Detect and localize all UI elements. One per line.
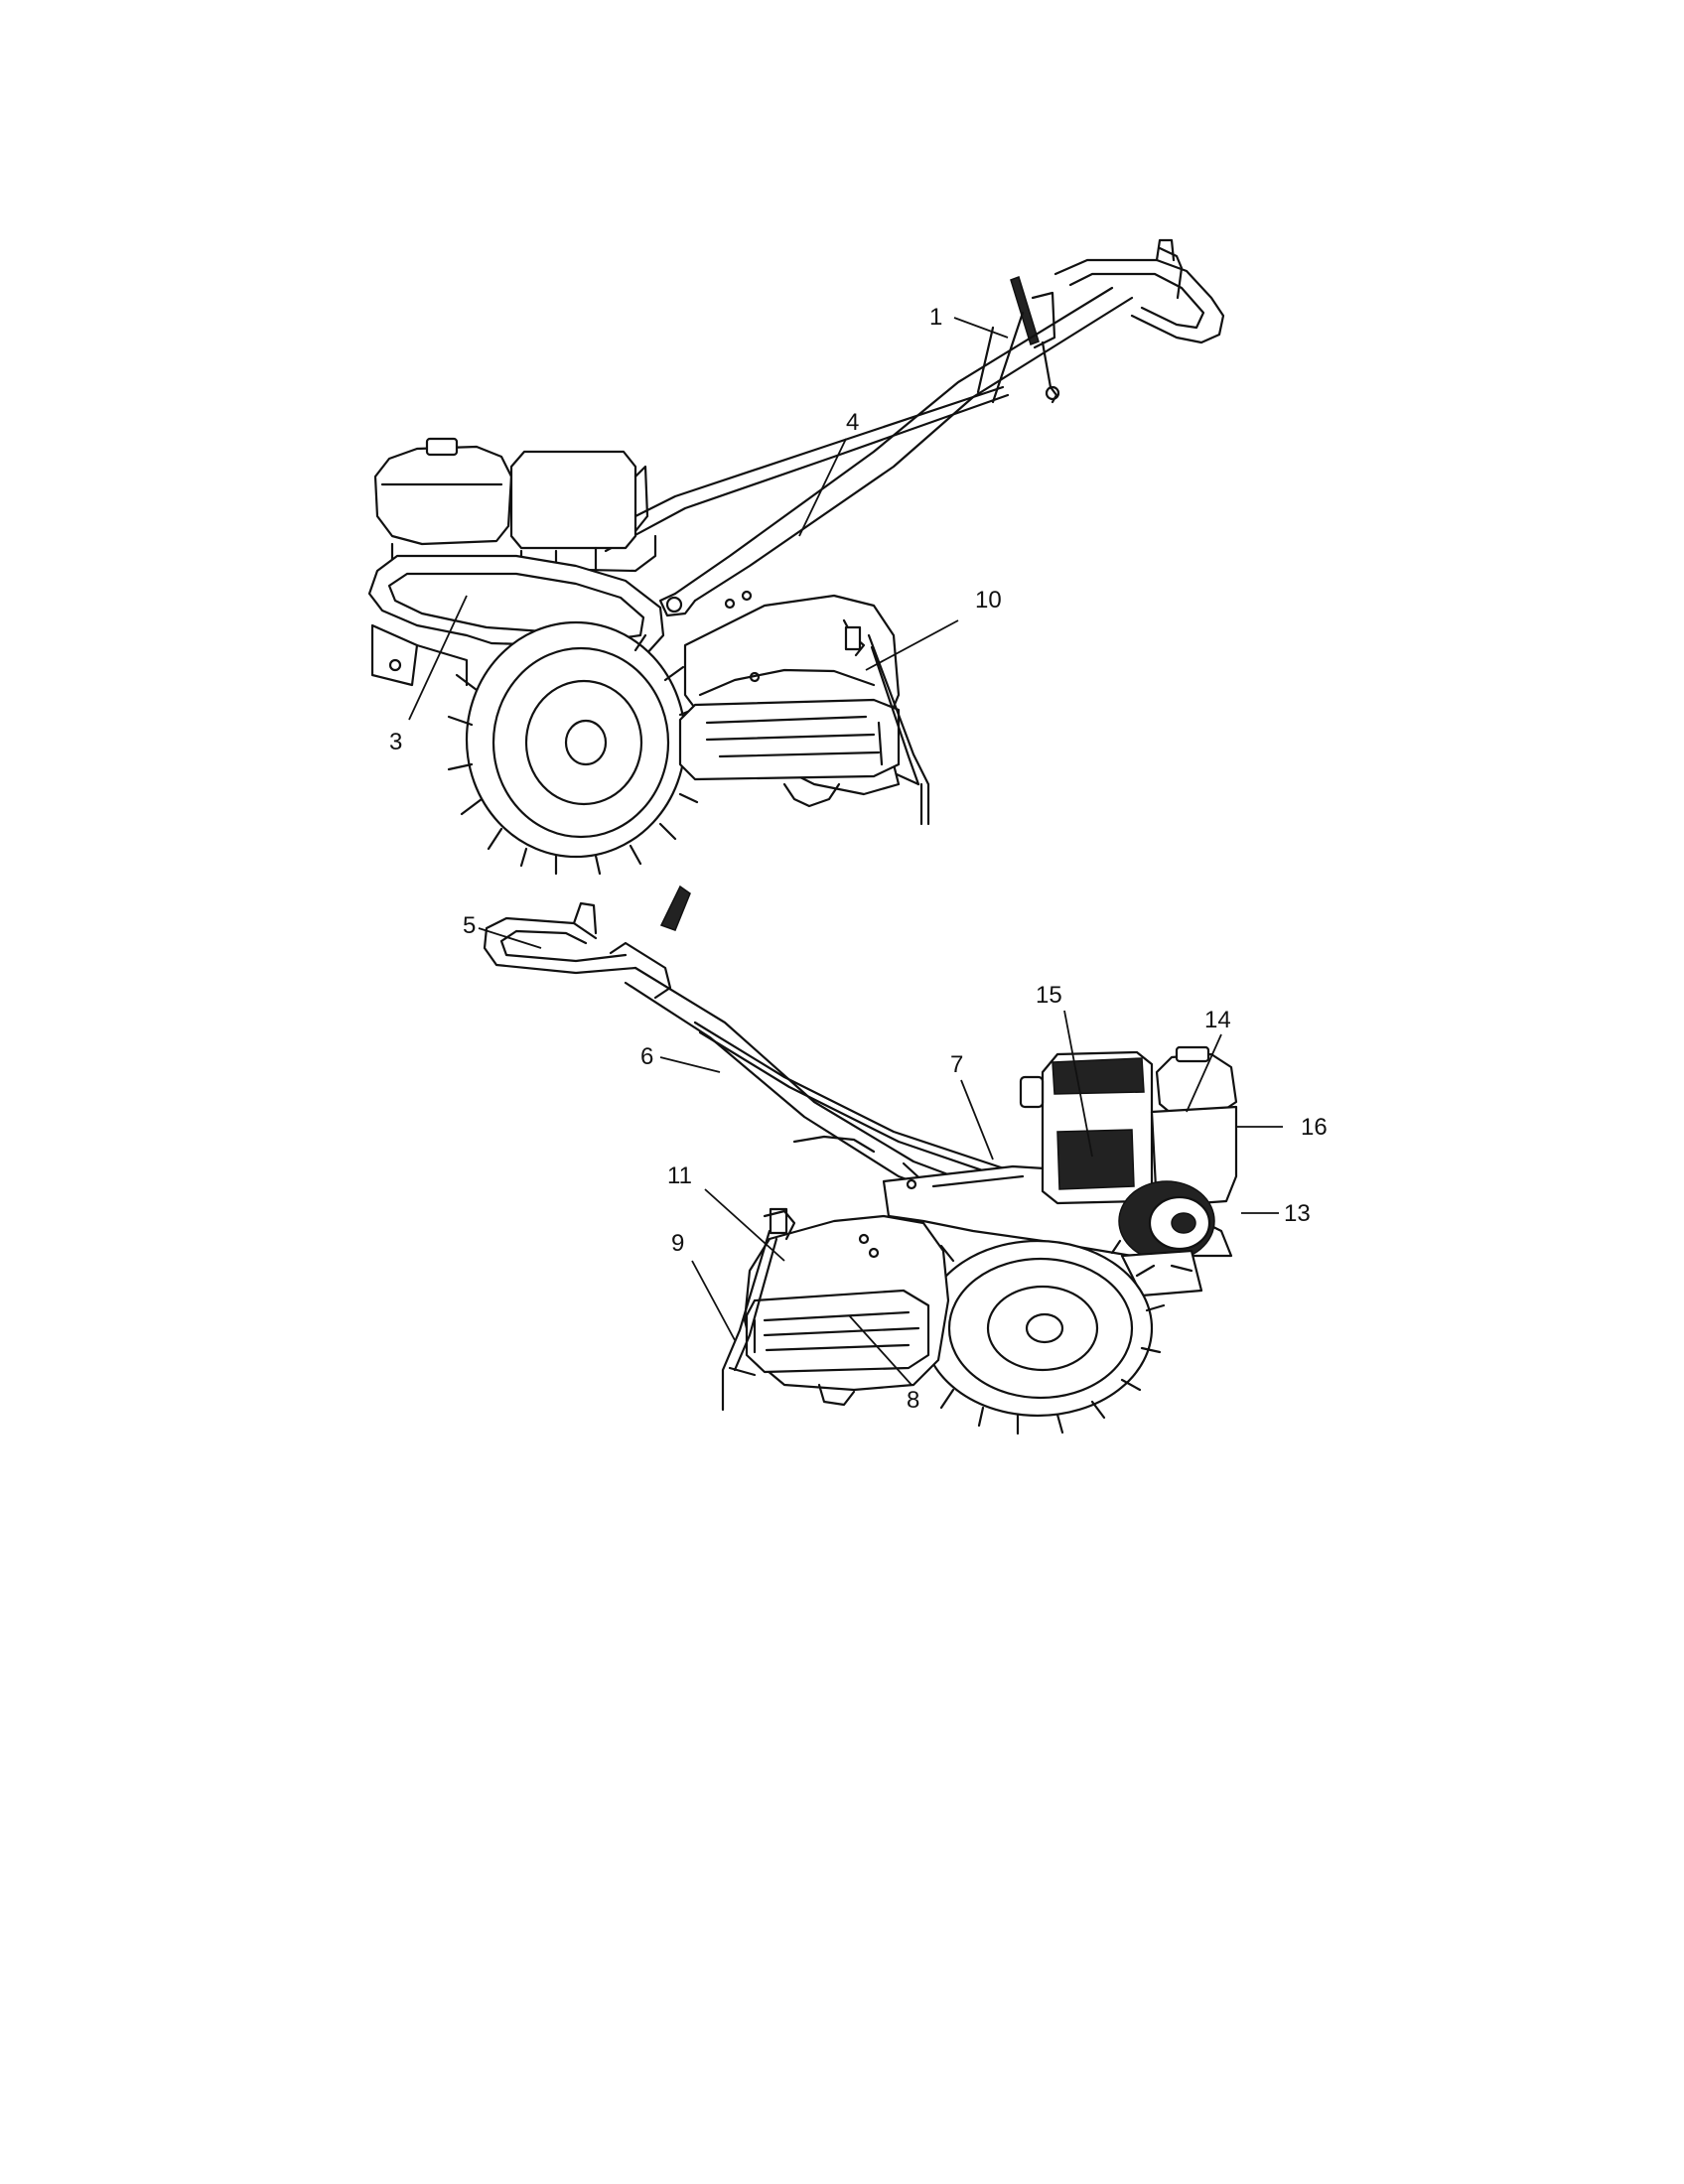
callout-8: 8 [907,1387,919,1414]
tiller-right-view-icon [483,885,1238,1435]
callout-16: 16 [1301,1114,1328,1141]
tiller-left-view-icon [367,238,1225,876]
callout-5: 5 [463,912,476,939]
callout-3: 3 [389,729,402,755]
callout-4: 4 [846,409,859,436]
callout-14: 14 [1204,1007,1231,1033]
callouts-bottom: 5 6 7 8 9 11 13 14 15 16 [463,912,1328,1414]
callout-10: 10 [975,587,1002,614]
callout-15: 15 [1036,982,1062,1009]
callouts-top: 1 3 4 10 [389,304,1009,755]
callout-6: 6 [640,1043,653,1070]
callout-7: 7 [950,1051,963,1078]
callout-1: 1 [929,304,942,331]
callout-13: 13 [1284,1200,1311,1227]
callout-9: 9 [671,1230,684,1257]
callout-11: 11 [667,1162,692,1189]
